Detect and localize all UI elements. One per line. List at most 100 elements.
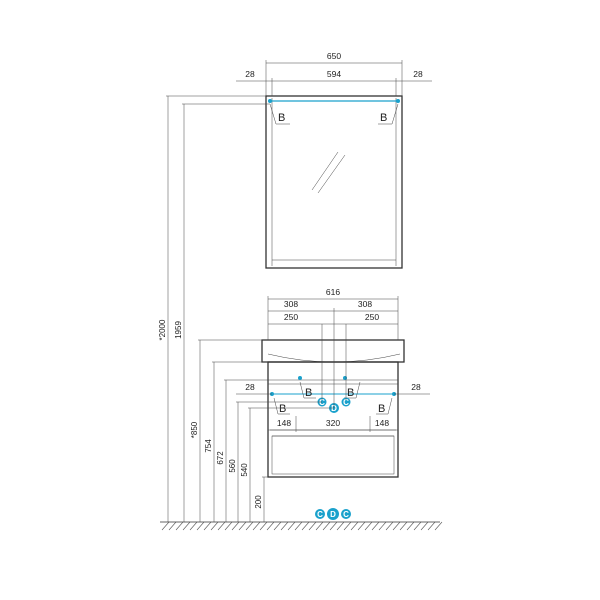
cabinet-bracket-2-label: B xyxy=(347,387,354,399)
cabinet-bracket-3-label: B xyxy=(279,403,286,415)
cabinet-offset-right: 250 xyxy=(365,312,379,322)
floor-hatching xyxy=(161,521,443,531)
floor-hatch-mark xyxy=(224,521,233,531)
mirror-dimensions: 650 594 28 28 xyxy=(236,51,432,96)
height-754: 754 xyxy=(204,439,213,453)
floor-hatch-mark xyxy=(364,521,373,531)
floor-hatch-mark xyxy=(350,521,359,531)
cabinet-side-left: 28 xyxy=(245,382,255,392)
cabinet-bracket-3 xyxy=(273,397,290,415)
mirror-glare-1 xyxy=(311,151,339,191)
height-200: 200 xyxy=(254,495,263,509)
floor-hatch-mark xyxy=(287,521,296,531)
floor-hatch-mark xyxy=(371,521,380,531)
cabinet-bracket-4 xyxy=(376,397,393,415)
floor-hatch-mark xyxy=(357,521,366,531)
height-2000: *2000 xyxy=(158,319,167,340)
mirror-bracket-right-label: B xyxy=(380,112,387,124)
floor-hatch-mark xyxy=(294,521,303,531)
cabinet-dimensions: 616 308 308 250 250 28 28 148 320 148 xyxy=(236,287,430,432)
cabinet-hot-connector xyxy=(341,397,351,407)
floor-hatch-mark xyxy=(245,521,254,531)
height-850: *850 xyxy=(190,421,199,438)
cabinet-mount-center: 320 xyxy=(326,418,340,428)
vanity-cabinet: B B B B C D C xyxy=(261,339,405,478)
mirror-width-inner: 594 xyxy=(327,69,341,79)
floor-hatch-mark xyxy=(259,521,268,531)
floor-hatch-mark xyxy=(280,521,289,531)
mirror-bracket-right xyxy=(378,103,399,125)
floor-hatch-mark xyxy=(273,521,282,531)
mirror-light-left-dot xyxy=(268,99,272,103)
floor-hatch-mark xyxy=(399,521,408,531)
floor-hatch-mark xyxy=(217,521,226,531)
floor-hatch-mark xyxy=(161,521,170,531)
floor-hatch-mark xyxy=(427,521,436,531)
height-540: 540 xyxy=(240,463,249,477)
floor-hatch-mark xyxy=(238,521,247,531)
floor-hatch-mark xyxy=(252,521,261,531)
cabinet-body xyxy=(267,361,399,478)
floor-hatch-mark xyxy=(378,521,387,531)
height-672: 672 xyxy=(216,451,225,465)
svg-text:C: C xyxy=(317,510,323,519)
drawer-front xyxy=(271,435,395,475)
cabinet-mount-left: 148 xyxy=(277,418,291,428)
floor-hatch-mark xyxy=(392,521,401,531)
cabinet-bracket-4-label: B xyxy=(378,403,385,415)
floor-hatch-mark xyxy=(203,521,212,531)
svg-text:C: C xyxy=(343,398,349,407)
floor-connector-hot xyxy=(341,509,351,519)
cabinet-bracket-1-label: B xyxy=(305,387,312,399)
floor-hatch-mark xyxy=(336,521,345,531)
floor-hatch-mark xyxy=(385,521,394,531)
floor-hatch-mark xyxy=(210,521,219,531)
cabinet-width-total: 616 xyxy=(326,287,340,297)
cabinet-half-left: 308 xyxy=(284,299,298,309)
svg-text:C: C xyxy=(343,510,349,519)
floor-hatch-mark xyxy=(329,521,338,531)
floor-hatch-mark xyxy=(266,521,275,531)
floor-hatch-mark xyxy=(308,521,317,531)
floor-hatch-mark xyxy=(434,521,443,531)
cabinet-offset-left: 250 xyxy=(284,312,298,322)
floor-connector-drain xyxy=(327,508,339,520)
mirror-width-total: 650 xyxy=(327,51,341,61)
cabinet-mount-right: 148 xyxy=(375,418,389,428)
floor-connectors: C D C xyxy=(315,508,351,520)
svg-text:D: D xyxy=(331,404,337,413)
mirror-cabinet: B B xyxy=(265,95,403,269)
mirror-bracket-left xyxy=(269,103,290,125)
floor-hatch-mark xyxy=(168,521,177,531)
svg-text:C: C xyxy=(319,398,325,407)
mirror-glare-2 xyxy=(317,154,346,194)
floor-hatch-mark xyxy=(322,521,331,531)
floor-hatch-mark xyxy=(413,521,422,531)
floor-hatch-mark xyxy=(315,521,324,531)
mirror-side-right: 28 xyxy=(413,69,423,79)
floor-hatch-mark xyxy=(406,521,415,531)
mirror-bracket-left-label: B xyxy=(278,112,285,124)
floor-hatch-mark xyxy=(175,521,184,531)
floor-hatch-mark xyxy=(189,521,198,531)
floor-hatch-mark xyxy=(420,521,429,531)
height-1959: 1959 xyxy=(174,321,183,339)
height-dimensions: *2000 1959 *850 754 672 560 540 200 xyxy=(158,95,334,522)
cabinet-half-right: 308 xyxy=(358,299,372,309)
cabinet-side-right: 28 xyxy=(411,382,421,392)
height-560: 560 xyxy=(228,459,237,473)
mirror-side-left: 28 xyxy=(245,69,255,79)
floor xyxy=(160,521,443,531)
floor-hatch-mark xyxy=(231,521,240,531)
basin-top xyxy=(261,339,405,363)
floor-hatch-mark xyxy=(196,521,205,531)
svg-text:D: D xyxy=(330,510,336,519)
mirror-light-right-dot xyxy=(396,99,400,103)
mirror-frame xyxy=(265,95,403,269)
floor-hatch-mark xyxy=(343,521,352,531)
floor-connector-cold xyxy=(315,509,325,519)
floor-hatch-mark xyxy=(182,521,191,531)
floor-hatch-mark xyxy=(301,521,310,531)
